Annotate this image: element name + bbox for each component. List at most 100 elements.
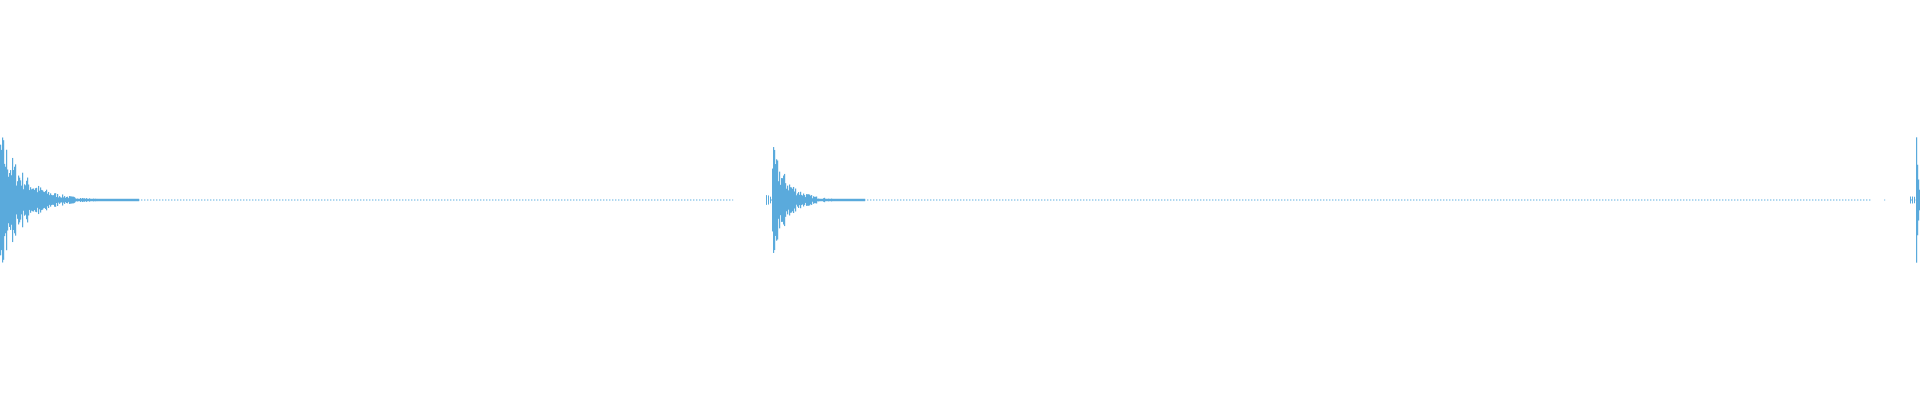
- baseline-dot: [1461, 199, 1463, 201]
- waveform-sample: [777, 160, 779, 240]
- baseline-dot: [546, 199, 548, 201]
- waveform-sample: [136, 198, 138, 202]
- baseline-dot: [1602, 199, 1604, 201]
- baseline-dot: [660, 199, 662, 201]
- baseline-dot: [1032, 199, 1034, 201]
- baseline-dot: [1812, 199, 1814, 201]
- baseline-dot: [1641, 199, 1643, 201]
- baseline-dot: [399, 199, 401, 201]
- waveform-sample: [66, 196, 68, 204]
- baseline-dot: [1017, 199, 1019, 201]
- baseline-dot: [1005, 199, 1007, 201]
- transient-2: [766, 147, 866, 253]
- baseline-dot: [1821, 199, 1823, 201]
- baseline-dot: [1302, 199, 1304, 201]
- waveform-sample: [128, 198, 130, 202]
- baseline-dot: [195, 199, 197, 201]
- waveform-sample: [72, 196, 74, 204]
- waveform-sample: [841, 198, 843, 202]
- baseline-dot: [291, 199, 293, 201]
- baseline-dot: [612, 199, 614, 201]
- baseline-dot: [1140, 199, 1142, 201]
- baseline-dot: [1431, 199, 1433, 201]
- baseline-dot: [1731, 199, 1733, 201]
- baseline-dot: [270, 199, 272, 201]
- waveform-sample: [774, 149, 776, 251]
- baseline-dot: [369, 199, 371, 201]
- baseline-dot: [1377, 199, 1379, 201]
- baseline-dot: [585, 199, 587, 201]
- baseline-dot: [1743, 199, 1745, 201]
- baseline-dot: [1746, 199, 1748, 201]
- baseline-dot: [279, 199, 281, 201]
- waveform-sample: [10, 170, 12, 230]
- baseline-dot: [1350, 199, 1352, 201]
- waveform-sample: [784, 173, 786, 227]
- baseline-dot: [645, 199, 647, 201]
- baseline-dot: [1584, 199, 1586, 201]
- baseline-dot: [657, 199, 659, 201]
- baseline-dot: [459, 199, 461, 201]
- waveform-sample: [802, 195, 804, 205]
- baseline-dot: [516, 199, 518, 201]
- baseline-dot: [1131, 199, 1133, 201]
- baseline-dot: [1647, 199, 1649, 201]
- waveform-sample: [85, 198, 87, 202]
- baseline-dot: [732, 199, 734, 201]
- baseline-dot: [1824, 199, 1826, 201]
- baseline-dot: [1707, 199, 1709, 201]
- waveform-sample: [788, 190, 790, 210]
- baseline-dot: [1383, 199, 1385, 201]
- baseline-dot: [1626, 199, 1628, 201]
- baseline-dot: [1590, 199, 1592, 201]
- waveform-sample: [858, 198, 860, 202]
- baseline-dot: [1023, 199, 1025, 201]
- baseline-dot: [558, 199, 560, 201]
- waveform-sample: [36, 187, 38, 213]
- baseline-dot: [1152, 199, 1154, 201]
- baseline-dot: [1563, 199, 1565, 201]
- baseline-dot: [297, 199, 299, 201]
- baseline-dot: [999, 199, 1001, 201]
- baseline-dot: [1191, 199, 1193, 201]
- waveform-sample: [855, 198, 857, 202]
- waveform-sample: [31, 189, 33, 211]
- baseline-dot: [327, 199, 329, 201]
- baseline-dot: [1113, 199, 1115, 201]
- waveform-sample: [53, 195, 55, 205]
- waveform-sample: [65, 197, 67, 203]
- baseline-dot: [1098, 199, 1100, 201]
- baseline-dot: [669, 199, 671, 201]
- baseline-dot: [1851, 199, 1853, 201]
- waveform-sample: [844, 198, 846, 202]
- waveform-sample: [787, 185, 789, 215]
- baseline-dot: [486, 199, 488, 201]
- baseline-dot: [402, 199, 404, 201]
- baseline-dot: [1770, 199, 1772, 201]
- waveform-sample: [778, 181, 780, 219]
- waveform-sample: [38, 185, 40, 215]
- baseline-dot: [1509, 199, 1511, 201]
- baseline-dot: [576, 199, 578, 201]
- baseline-dot: [333, 199, 335, 201]
- waveform-sample: [820, 198, 822, 202]
- baseline-dot: [1611, 199, 1613, 201]
- waveform-sample: [113, 198, 115, 202]
- waveform-sample: [73, 196, 75, 204]
- baseline-dot: [1689, 199, 1691, 201]
- waveform-sample: [854, 198, 856, 202]
- baseline-dot: [771, 199, 773, 201]
- baseline-dot: [618, 199, 620, 201]
- baseline-dot: [315, 199, 317, 201]
- baseline-dot: [1392, 199, 1394, 201]
- baseline-dot: [141, 199, 143, 201]
- baseline-dot: [213, 199, 215, 201]
- baseline-dot: [1437, 199, 1439, 201]
- waveform-sample: [106, 198, 108, 202]
- waveform-sample: [75, 198, 77, 202]
- baseline-dot: [1143, 199, 1145, 201]
- baseline-dot: [1632, 199, 1634, 201]
- waveform-sample: [25, 185, 27, 215]
- baseline-dot: [300, 199, 302, 201]
